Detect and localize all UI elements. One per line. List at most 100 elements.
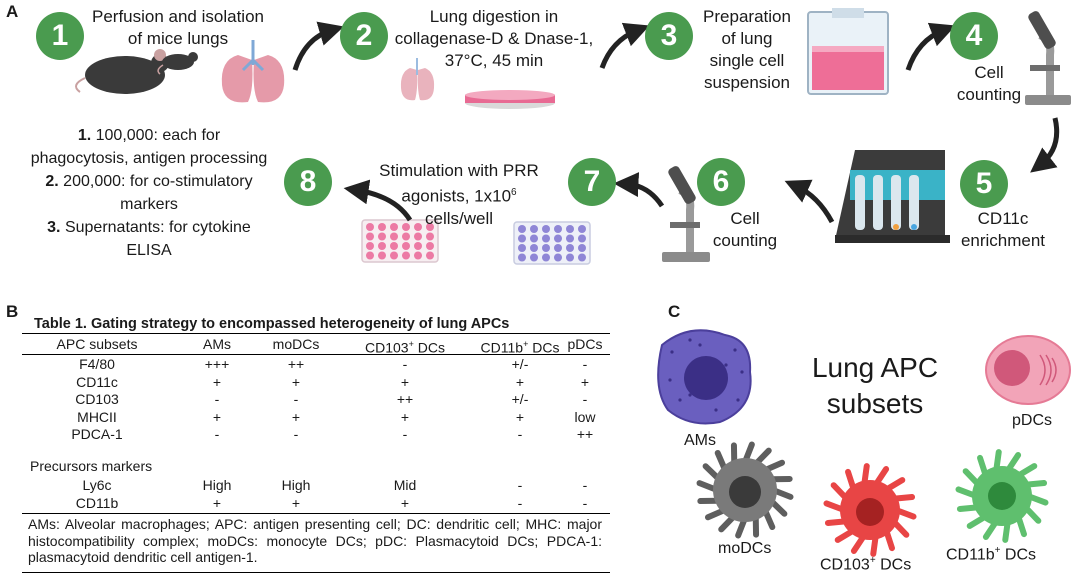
well [414,232,422,241]
table-cell: MHCII [77,408,117,425]
dot [698,343,702,347]
pdcs-label: pDCs [1012,412,1053,429]
well [542,234,550,243]
header-text: CD11b [480,339,524,356]
header-text: DCs [528,339,560,356]
table-cell: - [402,356,408,372]
well [554,244,562,252]
well [566,253,574,262]
panel-c-title-line: subsets [826,388,924,419]
step-7-circle: 7 [568,158,616,206]
well [542,225,550,233]
step-8-item-text: ELISA [126,242,172,259]
well [366,223,374,231]
table-cell: - [582,356,588,372]
modcs-label: moDCs [718,540,772,557]
panel-c-title: Lung APC subsets [790,350,960,422]
table-rule-bottom [22,513,610,514]
step-8-item: 3. Supernatants: for cytokine [18,216,280,239]
dot [736,398,740,402]
dot [740,370,744,374]
step-8-item-text: Supernatants: for cytokine [60,219,251,236]
table-title: Table 1. Gating strategy to encompassed … [34,316,510,332]
dot [724,363,728,367]
step-7-superscript: 6 [511,187,517,198]
step-3-line: of lung [721,29,773,48]
step-2-text: Lung digestion in collagenase-D & Dnase-… [388,6,600,72]
mouse-icon [75,49,198,94]
table-cell: + [212,373,222,390]
table-cell: - [293,391,299,407]
table-cell: - [214,391,220,407]
label-text: DCs [875,556,912,574]
table-row: PDCA-1----++ [22,426,610,443]
step-8-item: ELISA [18,239,280,262]
step-8-item-number: 2. [45,173,59,190]
step-3-line: single cell [709,51,785,70]
step-2-line: 37°C, 45 min [444,51,544,70]
well [578,225,586,233]
step-7-line: agonists, 1x106 [364,182,554,208]
dot [733,348,737,352]
well [530,225,538,233]
panel-a-label: A [6,2,19,21]
step-5-line: enrichment [960,231,1046,250]
curved-arrow-icon [784,179,835,224]
well [518,234,526,243]
well [390,251,398,260]
well [554,234,562,243]
step-4-line: counting [956,85,1022,104]
beaker-icon [807,8,889,95]
table-cell: - [582,494,588,511]
table-cell: + [400,494,410,511]
am-cell-icon [657,329,752,425]
label-text: CD11b [946,546,995,564]
step-8-text: 1. 100,000: each for phagocytosis, antig… [18,124,280,262]
dot [670,350,674,354]
table-cell: - [517,477,523,493]
pdc-cell-icon [985,335,1071,405]
table-cell: CD11b [75,494,119,511]
table-cell: ++ [287,356,305,372]
step-1-text: Perfusion and isolation of mice lungs [78,6,278,50]
table-row: F4/80+++++-+/-- [22,356,610,373]
well [542,244,550,252]
lungs-icon [400,58,435,101]
table-rule-end [22,572,610,573]
table-header-row: APC subsets AMs moDCs CD103+ DCs CD11b+ … [22,336,610,356]
table-cell: +/- [511,391,529,407]
step-3-text: Preparation of lung single cell suspensi… [692,6,802,94]
table-cell: + [212,408,222,425]
table-cell: - [402,426,408,442]
well [390,232,398,241]
step-4-line: Cell [974,63,1004,82]
table-cell: + [291,494,301,511]
step-8-item: phagocytosis, antigen processing [18,147,280,170]
lungs-icon [221,40,285,103]
table-cell: + [291,373,301,390]
well [518,244,526,252]
cd103-dc-cell-icon [823,463,917,557]
table-rule-top [22,333,610,334]
table-cell: ++ [396,391,414,407]
step-8-item-number: 1. [77,127,92,144]
cd103-dcs-label: CD103+ DCs [820,555,911,574]
cd11b-dc-cell-icon [955,449,1049,543]
table-header-cell: pDCs [567,336,603,352]
step-3-circle: 3 [645,12,693,60]
dot [668,378,672,382]
step-1-circle: 1 [36,12,84,60]
well [530,253,538,262]
step-6-text: Cell counting [700,208,790,252]
well [378,223,386,231]
step-5-line: CD11c [977,209,1029,228]
table-cell: PDCA-1 [71,426,123,442]
dot [714,408,718,412]
well-plate-icon [513,221,591,265]
table-cell: + [400,408,410,425]
step-2-line: Lung digestion in [429,7,559,26]
well [414,242,422,250]
table-row: CD11c+++++ [22,374,610,391]
well [426,242,434,250]
